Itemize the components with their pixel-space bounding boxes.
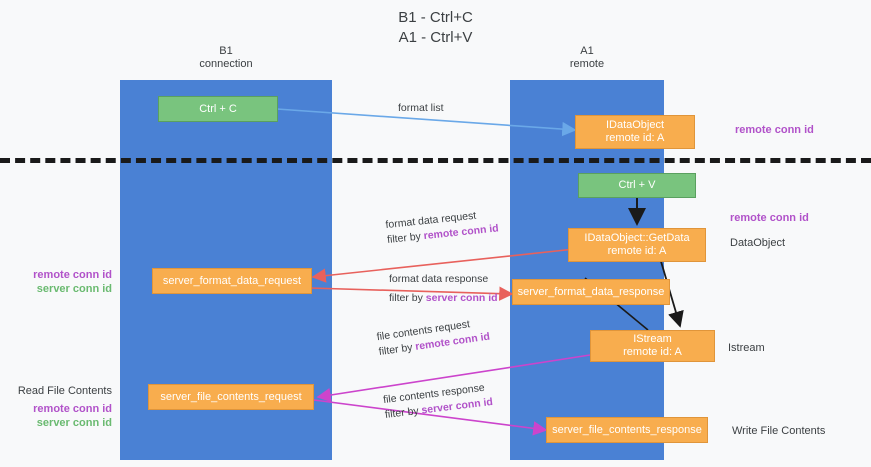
node-istream-line-1: IStream xyxy=(633,333,672,345)
arrow-file-contents-response xyxy=(313,399,548,436)
lane-header-b1: B1 connection xyxy=(120,45,332,71)
edge-label-format-data-response: format data response filter by server co… xyxy=(389,272,498,306)
node-ctrl-v-label: Ctrl + V xyxy=(618,179,656,191)
node-ctrl-c-label: Ctrl + C xyxy=(199,102,237,115)
filter-prefix: filter by xyxy=(384,404,423,422)
annotation-right-write-file-contents: Write File Contents xyxy=(732,425,826,437)
node-getdata-line-1: IDataObject::GetData xyxy=(584,232,690,244)
node-server-format-data-request[interactable]: server_format_data_request xyxy=(152,268,312,294)
node-server-format-data-response-label: server_format_data_response xyxy=(517,285,665,298)
node-server-file-contents-request-label: server_file_contents_request xyxy=(160,390,302,403)
annotation-left-server-conn-id-mid: server conn id xyxy=(36,283,112,295)
annotation-left-server-conn-id-bottom: server conn id xyxy=(36,417,112,429)
filter-prefix: filter by xyxy=(386,230,425,247)
node-server-file-contents-request[interactable]: server_file_contents_request xyxy=(148,384,314,410)
node-server-file-contents-response-label: server_file_contents_response xyxy=(552,423,702,436)
lane-header-a1-subtitle: remote xyxy=(569,58,605,70)
node-idataobject[interactable]: IDataObject remote id: A xyxy=(575,115,695,149)
arrow-format-data-response xyxy=(309,286,514,301)
lane-header-b1-name: B1 xyxy=(219,45,233,57)
arrow-getdata-to-istream xyxy=(659,257,684,328)
filter-prefix: filter by xyxy=(389,292,426,304)
arrow-file-contents-request xyxy=(316,354,591,403)
annotation-right-remote-conn-id-top: remote conn id xyxy=(735,124,814,136)
lane-header-a1-name: A1 xyxy=(580,45,594,57)
node-server-file-contents-response[interactable]: server_file_contents_response xyxy=(546,417,708,443)
diagram-title: B1 - Ctrl+C A1 - Ctrl+V xyxy=(0,8,871,48)
arrow-format-data-request xyxy=(311,248,576,283)
annotation-left-remote-conn-id-bottom: remote conn id xyxy=(33,403,112,415)
node-ctrl-c[interactable]: Ctrl + C xyxy=(158,96,278,122)
lane-header-a1: A1 remote xyxy=(510,45,664,71)
node-idataobject-line-1: IDataObject xyxy=(605,119,665,131)
annotation-left-remote-conn-id-mid: remote conn id xyxy=(33,269,112,281)
node-getdata-line-2: remote id: A xyxy=(607,245,667,257)
node-istream[interactable]: IStream remote id: A xyxy=(590,330,715,362)
node-server-format-data-response[interactable]: server_format_data_response xyxy=(512,279,670,305)
filter-key-server-conn-id: server conn id xyxy=(425,292,498,304)
phase-divider xyxy=(0,158,871,163)
annotation-right-istream: Istream xyxy=(728,342,765,354)
filter-prefix: filter by xyxy=(378,341,417,359)
edge-label-format-data-response-filter: filter by server conn id xyxy=(389,291,498,306)
edge-label-format-data-response-title: format data response xyxy=(389,273,489,285)
annotation-right-remote-conn-id-mid: remote conn id xyxy=(730,212,809,224)
annotation-left-read-file-contents: Read File Contents xyxy=(17,385,112,397)
diagram-title-line-2: A1 - Ctrl+V xyxy=(398,29,473,46)
node-idataobject-line-2: remote id: A xyxy=(605,132,665,144)
node-server-format-data-request-label: server_format_data_request xyxy=(162,274,302,287)
node-istream-line-2: remote id: A xyxy=(623,346,682,358)
edge-label-format-list: format list xyxy=(398,102,444,114)
node-ctrl-v[interactable]: Ctrl + V xyxy=(578,173,696,198)
diagram-title-line-1: B1 - Ctrl+C xyxy=(398,9,473,26)
annotation-right-dataobject: DataObject xyxy=(730,237,786,249)
node-idataobject-getdata[interactable]: IDataObject::GetData remote id: A xyxy=(568,228,706,262)
lane-header-b1-subtitle: connection xyxy=(199,58,253,70)
arrow-format-list xyxy=(276,108,577,137)
